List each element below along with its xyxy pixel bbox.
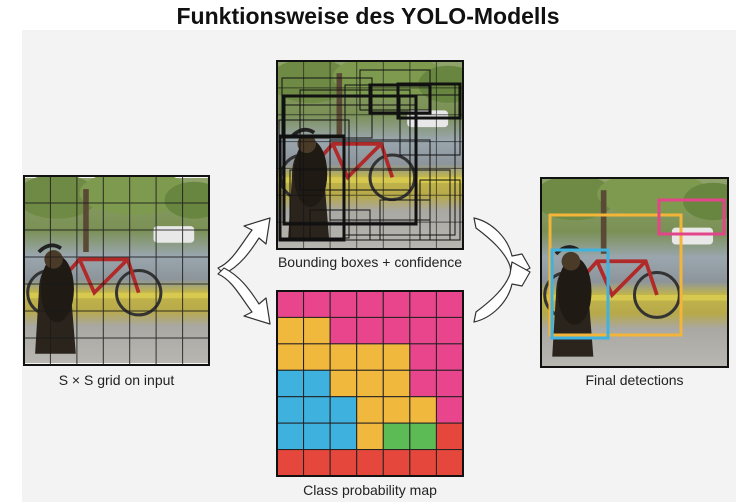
caption-bounding-boxes: Bounding boxes + confidence — [277, 254, 463, 270]
caption-final: Final detections — [585, 372, 684, 388]
bicycle-detection-box — [548, 213, 683, 337]
class-cell-yellow — [329, 369, 358, 398]
class-cell-yellow — [356, 343, 384, 371]
caption-grid-input: S × S grid on input — [58, 372, 175, 388]
class-cell-green — [409, 422, 437, 451]
class-cell-pink — [356, 316, 384, 345]
class-cell-red — [276, 449, 305, 477]
class-cell-pink — [382, 316, 411, 345]
merge-arrows — [473, 217, 531, 323]
class-cell-blue — [303, 396, 331, 424]
class-cell-red — [409, 449, 437, 477]
class-cell-pink — [409, 290, 437, 318]
class-cell-blue — [276, 396, 305, 424]
class-cell-pink — [276, 290, 305, 318]
class-cell-red — [329, 449, 358, 477]
split-arrows — [217, 217, 271, 325]
class-cell-yellow — [356, 369, 384, 398]
class-map-border — [276, 290, 464, 477]
class-cell-pink — [435, 316, 464, 345]
class-cell-pink — [303, 290, 331, 318]
class-cell-blue — [303, 422, 331, 451]
class-cell-yellow — [382, 369, 411, 398]
class-cell-pink — [329, 290, 358, 318]
class-cell-pink — [435, 290, 464, 318]
class-cell-red — [382, 449, 411, 477]
class-cell-blue — [329, 396, 358, 424]
class-cell-red — [356, 449, 384, 477]
class-cell-pink — [382, 290, 411, 318]
class-cell-yellow — [329, 343, 358, 371]
class-cell-blue — [276, 369, 305, 398]
diagram-title: Funktionsweise des YOLO-Modells — [176, 3, 560, 29]
class-cell-yellow — [276, 343, 305, 371]
class-cell-pink — [356, 290, 384, 318]
class-cell-green — [382, 422, 411, 451]
class-cell-yellow — [303, 316, 331, 345]
class-cell-pink — [409, 369, 437, 398]
class-cell-pink — [409, 316, 437, 345]
final-detections-image — [540, 177, 729, 368]
class-cell-red — [435, 449, 464, 477]
class-cell-yellow — [303, 343, 331, 371]
class-cell-blue — [303, 369, 331, 398]
class-cell-yellow — [409, 396, 437, 424]
class-cell-pink — [329, 316, 358, 345]
car-detection-box — [657, 198, 726, 236]
class-cell-yellow — [276, 316, 305, 345]
class-cell-yellow — [382, 396, 411, 424]
class-cell-pink — [435, 396, 464, 424]
input-grid-image — [23, 175, 210, 366]
class-cell-yellow — [356, 422, 384, 451]
class-cell-red — [435, 422, 464, 451]
class-cell-blue — [329, 422, 358, 451]
class-cell-pink — [409, 343, 437, 371]
class-cell-red — [303, 449, 331, 477]
class-cell-yellow — [382, 343, 411, 371]
caption-class-map: Class probability map — [303, 482, 437, 498]
class-cell-pink — [435, 343, 464, 371]
bounding-boxes-image — [276, 60, 464, 250]
dog-detection-box — [550, 248, 610, 340]
class-cell-yellow — [356, 396, 384, 424]
class-cell-blue — [276, 422, 305, 451]
class-cell-pink — [435, 369, 464, 398]
class-probability-map — [276, 290, 464, 477]
